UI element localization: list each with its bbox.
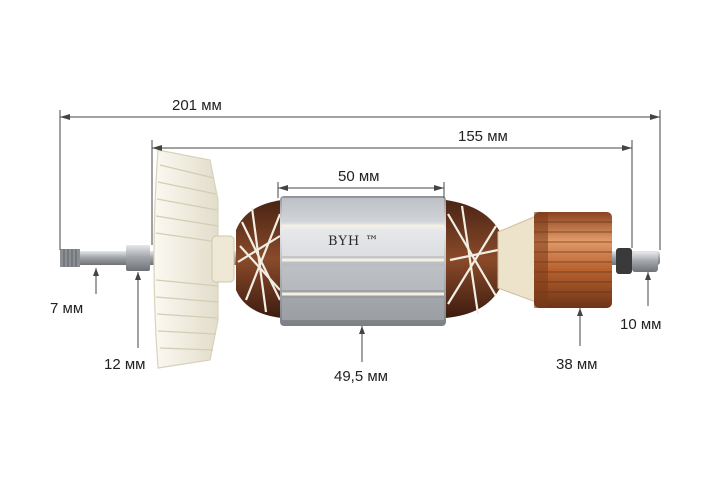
brand-mark: BYH ™ [328,234,380,249]
dimension-stack-length: 50 мм [338,168,380,185]
dimension-overall-length: 201 мм [172,97,222,114]
bearing-seat [616,248,632,274]
commutator [534,212,612,308]
dimension-armature-length: 155 мм [458,128,508,145]
dimension-commutator: 38 мм [556,356,598,373]
winding-right [446,200,537,318]
shaft-end-right [632,252,658,272]
winding-left [236,200,282,318]
cooling-fan [153,149,235,369]
dimension-shaft-left: 7 мм [50,300,84,317]
dimension-stack-diameter: 49,5 мм [334,368,388,385]
dimension-lines [59,110,661,362]
dimension-shaft-collar: 12 мм [104,356,146,373]
lamination-stack [280,196,446,326]
dimension-shaft-right: 10 мм [620,316,662,333]
dimension-arrows [60,114,660,334]
shaft-thread-left [60,249,80,267]
shaft-collar [126,245,150,271]
